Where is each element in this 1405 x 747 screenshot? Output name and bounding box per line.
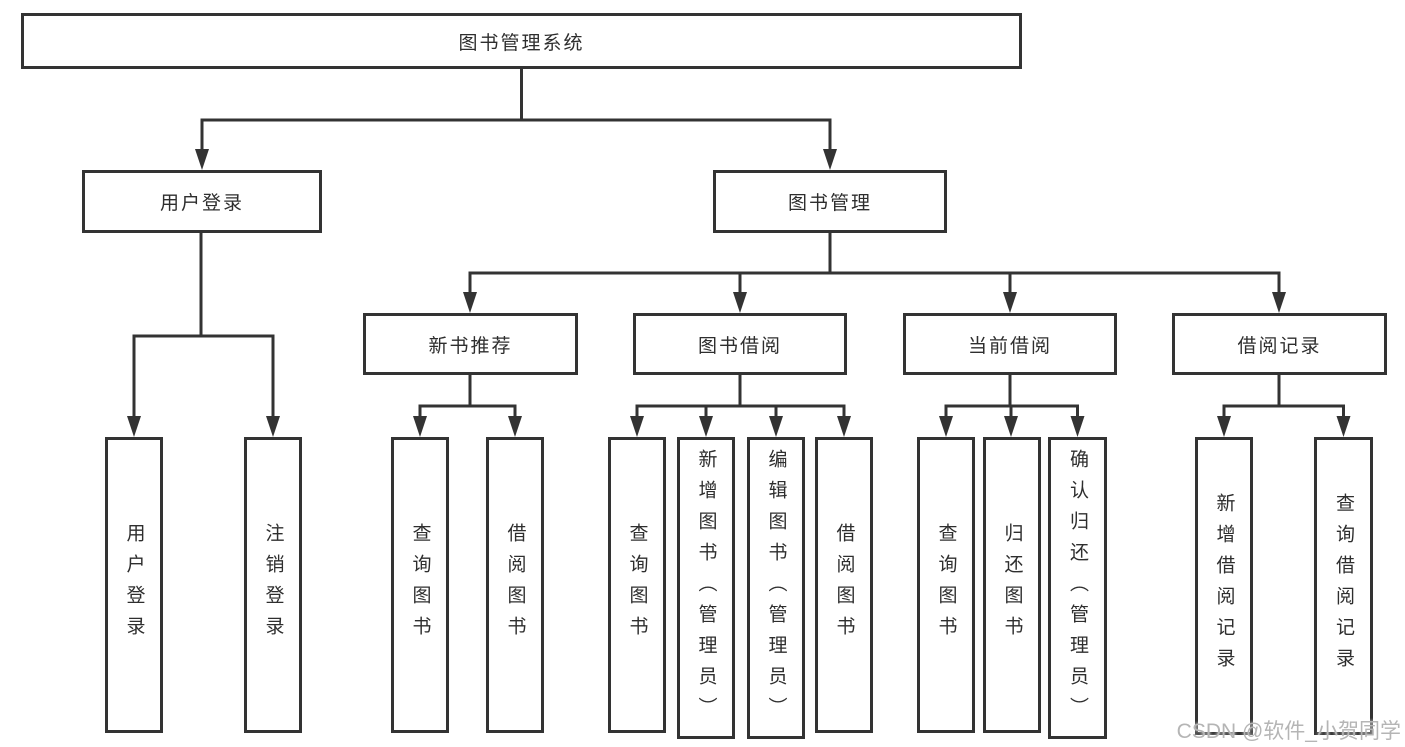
node-book-borrow: 图书借阅: [633, 313, 847, 375]
node-book-management: 图书管理: [713, 170, 947, 233]
node-root: 图书管理系统: [21, 13, 1022, 69]
leaf-borrow-query-label: 查询图书: [626, 523, 648, 647]
connector-newbook-to-leaves: [413, 375, 522, 437]
leaf-current-confirm-admin: 确认归还（管理员）: [1048, 437, 1107, 739]
node-book-borrow-label: 图书借阅: [697, 335, 782, 357]
connector-bookmgmt-to-level3: [463, 233, 1286, 313]
node-new-book-recommend-label: 新书推荐: [428, 335, 513, 357]
connector-userlogin-to-leaves: [127, 233, 280, 437]
leaf-borrow-borrow: 借阅图书: [815, 437, 873, 733]
leaf-current-return: 归还图书: [983, 437, 1041, 733]
leaf-current-query-label: 查询图书: [935, 523, 957, 647]
leaf-borrow-edit-admin-label: 编辑图书（管理员）: [765, 448, 787, 728]
leaf-logout: 注销登录: [244, 437, 302, 733]
node-user-login-label: 用户登录: [159, 193, 244, 214]
leaf-borrow-borrow-label: 借阅图书: [833, 523, 855, 647]
node-current-borrow-label: 当前借阅: [967, 335, 1052, 357]
leaf-borrow-query: 查询图书: [608, 437, 666, 733]
csdn-watermark: CSDN @软件_小贺同学: [1176, 720, 1401, 743]
node-new-book-recommend: 新书推荐: [363, 313, 578, 375]
leaf-current-query: 查询图书: [917, 437, 975, 733]
leaf-logout-label: 注销登录: [262, 523, 284, 647]
connector-bookborrow-to-leaves: [630, 375, 851, 437]
leaf-record-add-label: 新增借阅记录: [1213, 493, 1235, 679]
connector-record-to-leaves: [1217, 375, 1351, 437]
node-book-management-label: 图书管理: [787, 193, 872, 214]
node-borrow-record: 借阅记录: [1172, 313, 1387, 375]
leaf-user-login: 用户登录: [105, 437, 163, 733]
leaf-record-query-label: 查询借阅记录: [1333, 493, 1354, 679]
connector-currentborrow-to-leaves: [939, 375, 1085, 437]
leaf-newbook-query-label: 查询图书: [409, 523, 431, 647]
leaf-borrow-edit-admin: 编辑图书（管理员）: [747, 437, 805, 739]
node-current-borrow: 当前借阅: [903, 313, 1117, 375]
leaf-borrow-add-admin-label: 新增图书（管理员）: [695, 448, 717, 728]
leaf-current-confirm-admin-label: 确认归还（管理员）: [1067, 448, 1088, 728]
leaf-record-query: 查询借阅记录: [1314, 437, 1373, 735]
connector-root-to-level2: [195, 69, 837, 170]
leaf-current-return-label: 归还图书: [1001, 523, 1023, 647]
leaf-newbook-borrow-label: 借阅图书: [504, 523, 526, 647]
leaf-newbook-query: 查询图书: [391, 437, 449, 733]
leaf-record-add: 新增借阅记录: [1195, 437, 1253, 735]
node-root-label: 图书管理系统: [458, 32, 585, 54]
leaf-user-login-label: 用户登录: [123, 523, 145, 647]
node-user-login: 用户登录: [82, 170, 322, 233]
leaf-newbook-borrow: 借阅图书: [486, 437, 544, 733]
node-borrow-record-label: 借阅记录: [1237, 335, 1322, 357]
leaf-borrow-add-admin: 新增图书（管理员）: [677, 437, 735, 739]
